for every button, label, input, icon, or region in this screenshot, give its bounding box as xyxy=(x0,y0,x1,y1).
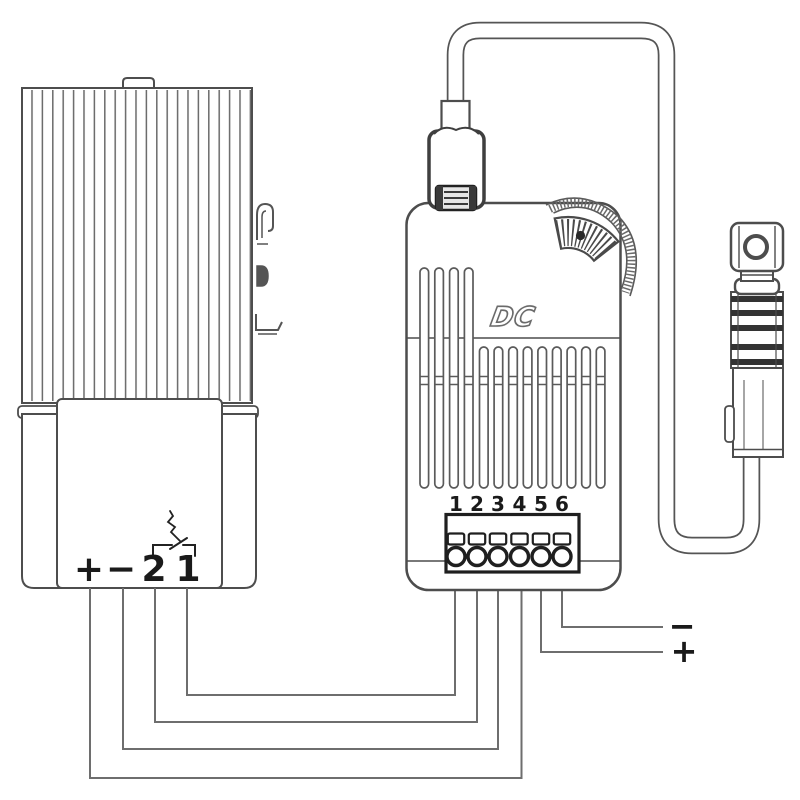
controller-terminal-number-6: 6 xyxy=(555,492,569,516)
heater-terminal-label-plus: + xyxy=(73,549,105,590)
supply-plus-label: + xyxy=(670,632,698,670)
vent-slots xyxy=(419,267,606,489)
sensor-lower-body xyxy=(732,367,784,458)
dial-pointer-dot xyxy=(575,230,586,241)
sensor-head xyxy=(729,221,785,273)
wire-heaterminus-to-terminal3 xyxy=(122,588,499,750)
controller-terminal-number-5: 5 xyxy=(534,492,548,516)
sensor-probe xyxy=(724,221,785,458)
sensor-mounting-hole xyxy=(743,234,769,260)
heater-terminal-label-2: 2 xyxy=(141,549,167,590)
din-rail-clip-icon xyxy=(255,202,283,335)
controller xyxy=(405,99,638,592)
sensor-ribs xyxy=(730,291,784,369)
supply-minus-label: − xyxy=(668,607,696,645)
terminal-screws xyxy=(445,545,573,568)
vent-crossbars xyxy=(420,375,605,386)
controller-terminal-number-1: 1 xyxy=(449,492,463,516)
plug-top-wave xyxy=(433,126,480,135)
wire-terminal5-to-supply-plus xyxy=(540,590,663,653)
wire-heater2-to-terminal2 xyxy=(154,588,478,723)
sensor-side-tab xyxy=(724,405,735,443)
thermal-switch-icon xyxy=(152,510,196,557)
controller-terminal-number-3: 3 xyxy=(491,492,505,516)
cable-plug xyxy=(427,99,486,212)
terminal-screw-slots xyxy=(446,532,572,546)
heater-fins xyxy=(23,90,251,401)
controller-terminal-number-4: 4 xyxy=(512,492,527,516)
heater-terminal-label-minus: − xyxy=(105,549,137,590)
heater-terminal-label-1: 1 xyxy=(175,549,201,590)
heater xyxy=(17,77,283,589)
wiring xyxy=(89,588,663,779)
setpoint-dial xyxy=(545,197,638,297)
sensor-cable xyxy=(446,21,761,555)
controller-terminal-number-2: 2 xyxy=(470,492,484,516)
dial-scale xyxy=(553,215,620,263)
dc-logo: DC xyxy=(487,301,538,334)
dial-knurl xyxy=(545,197,638,297)
wire-heaterplus-to-terminal4 xyxy=(89,588,523,779)
wire-terminal6-to-supply-minus xyxy=(561,590,663,628)
terminal-block xyxy=(444,512,581,574)
wire-heater1-to-terminal1 xyxy=(186,588,456,696)
